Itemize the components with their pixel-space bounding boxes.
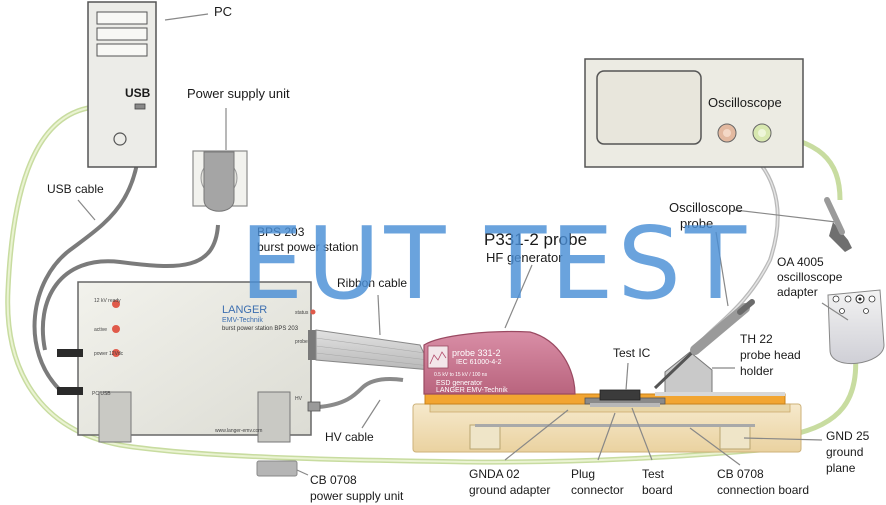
p331-2-probe — [423, 330, 576, 395]
label-gnd25-line1: GND 25 — [826, 429, 870, 443]
bps-led-label-3: power 12Vdc — [94, 351, 124, 357]
label-power-supply-unit: Power supply unit — [187, 86, 290, 101]
th-22-probe-head-holder — [655, 351, 785, 396]
label-hv-cable: HV cable — [325, 430, 374, 444]
bps-led-label-1: 12 kV ready — [94, 298, 121, 304]
power-supply-unit — [192, 150, 248, 212]
label-gnd25-line2: ground — [826, 445, 863, 459]
bps-status-label: status — [295, 310, 309, 316]
ribbon-cable — [315, 329, 433, 371]
probe-spec-text: 0.5 kV to 15 kV / 100 ns — [434, 372, 488, 378]
oa-4005-adapter — [824, 197, 885, 365]
bps-model-text: burst power station BPS 203 — [222, 326, 299, 332]
label-ribbon-cable: Ribbon cable — [337, 276, 407, 290]
bps-probe-port-label: probe — [295, 339, 308, 345]
probe-brand-text: LANGER EMV-Technik — [436, 387, 508, 394]
power-supply-cable — [40, 224, 220, 351]
cb-0708-connection-board — [429, 403, 791, 450]
label-testboard-line2: board — [642, 483, 673, 497]
bps-hv-port-label: HV — [295, 396, 303, 402]
label-cb-conn-line2: connection board — [717, 483, 809, 497]
gnd-adapter-cable — [761, 130, 859, 438]
label-pc: PC — [214, 4, 232, 19]
label-testboard-line1: Test — [642, 467, 665, 481]
label-cb-psu-line2: power supply unit — [310, 489, 404, 503]
pc-tower — [87, 1, 157, 168]
label-osc-probe-line2: probe — [680, 216, 713, 231]
label-gnda-line1: GNDA 02 — [469, 467, 520, 481]
label-cb-psu-line1: CB 0708 — [310, 473, 357, 487]
label-th22-line1: TH 22 — [740, 332, 773, 346]
bps-203-burst-power-station — [57, 281, 321, 443]
usb-cable — [5, 105, 761, 465]
bps-port-pc-label: PC USB — [92, 391, 111, 397]
bps-brand-emv: EMV-Technik — [222, 317, 263, 324]
probe-std-text: IEC 61000-4-2 — [456, 359, 502, 366]
label-test-ic: Test IC — [613, 346, 651, 360]
label-oa-line2: oscilloscope — [777, 270, 843, 284]
cb-0708-power-supply-unit — [256, 460, 298, 477]
label-usb-cable: USB cable — [47, 182, 104, 196]
label-bps-line2: burst power station — [257, 240, 358, 254]
watermark-text: EUT TEST — [240, 205, 750, 322]
bps-brand-langer: LANGER — [222, 304, 267, 316]
label-osc-probe-line1: Oscilloscope — [669, 200, 743, 215]
label-th22-line2: probe head — [740, 348, 801, 362]
label-plug-line2: connector — [571, 483, 624, 497]
hv-cable — [317, 377, 404, 409]
oscilloscope-probe — [653, 299, 755, 390]
bps-website: www.langer-emv.com — [215, 428, 262, 434]
probe-name-text: probe 331-2 — [452, 348, 501, 358]
label-oa-line3: adapter — [777, 285, 818, 299]
oscilloscope — [584, 58, 804, 168]
label-bps-line1: BPS 203 — [257, 225, 305, 239]
label-cb-conn-line1: CB 0708 — [717, 467, 764, 481]
label-gnd25-line3: plane — [826, 461, 856, 475]
label-p331-line2: HF generator — [486, 250, 563, 265]
probe-esd-text: ESD generator — [436, 380, 483, 387]
label-gnda-line2: ground adapter — [469, 483, 550, 497]
bps-led-label-2: active — [94, 327, 107, 333]
label-usb: USB — [125, 86, 151, 100]
test-ic — [599, 389, 641, 401]
usb-to-bps-cable — [32, 107, 143, 392]
label-th22-line3: holder — [740, 364, 773, 378]
label-plug-line1: Plug — [571, 467, 595, 481]
label-oscilloscope: Oscilloscope — [708, 95, 782, 110]
label-oa-line1: OA 4005 — [777, 255, 824, 269]
leader-lines — [77, 199, 823, 476]
label-p331-line1: P331-2 probe — [484, 230, 587, 249]
